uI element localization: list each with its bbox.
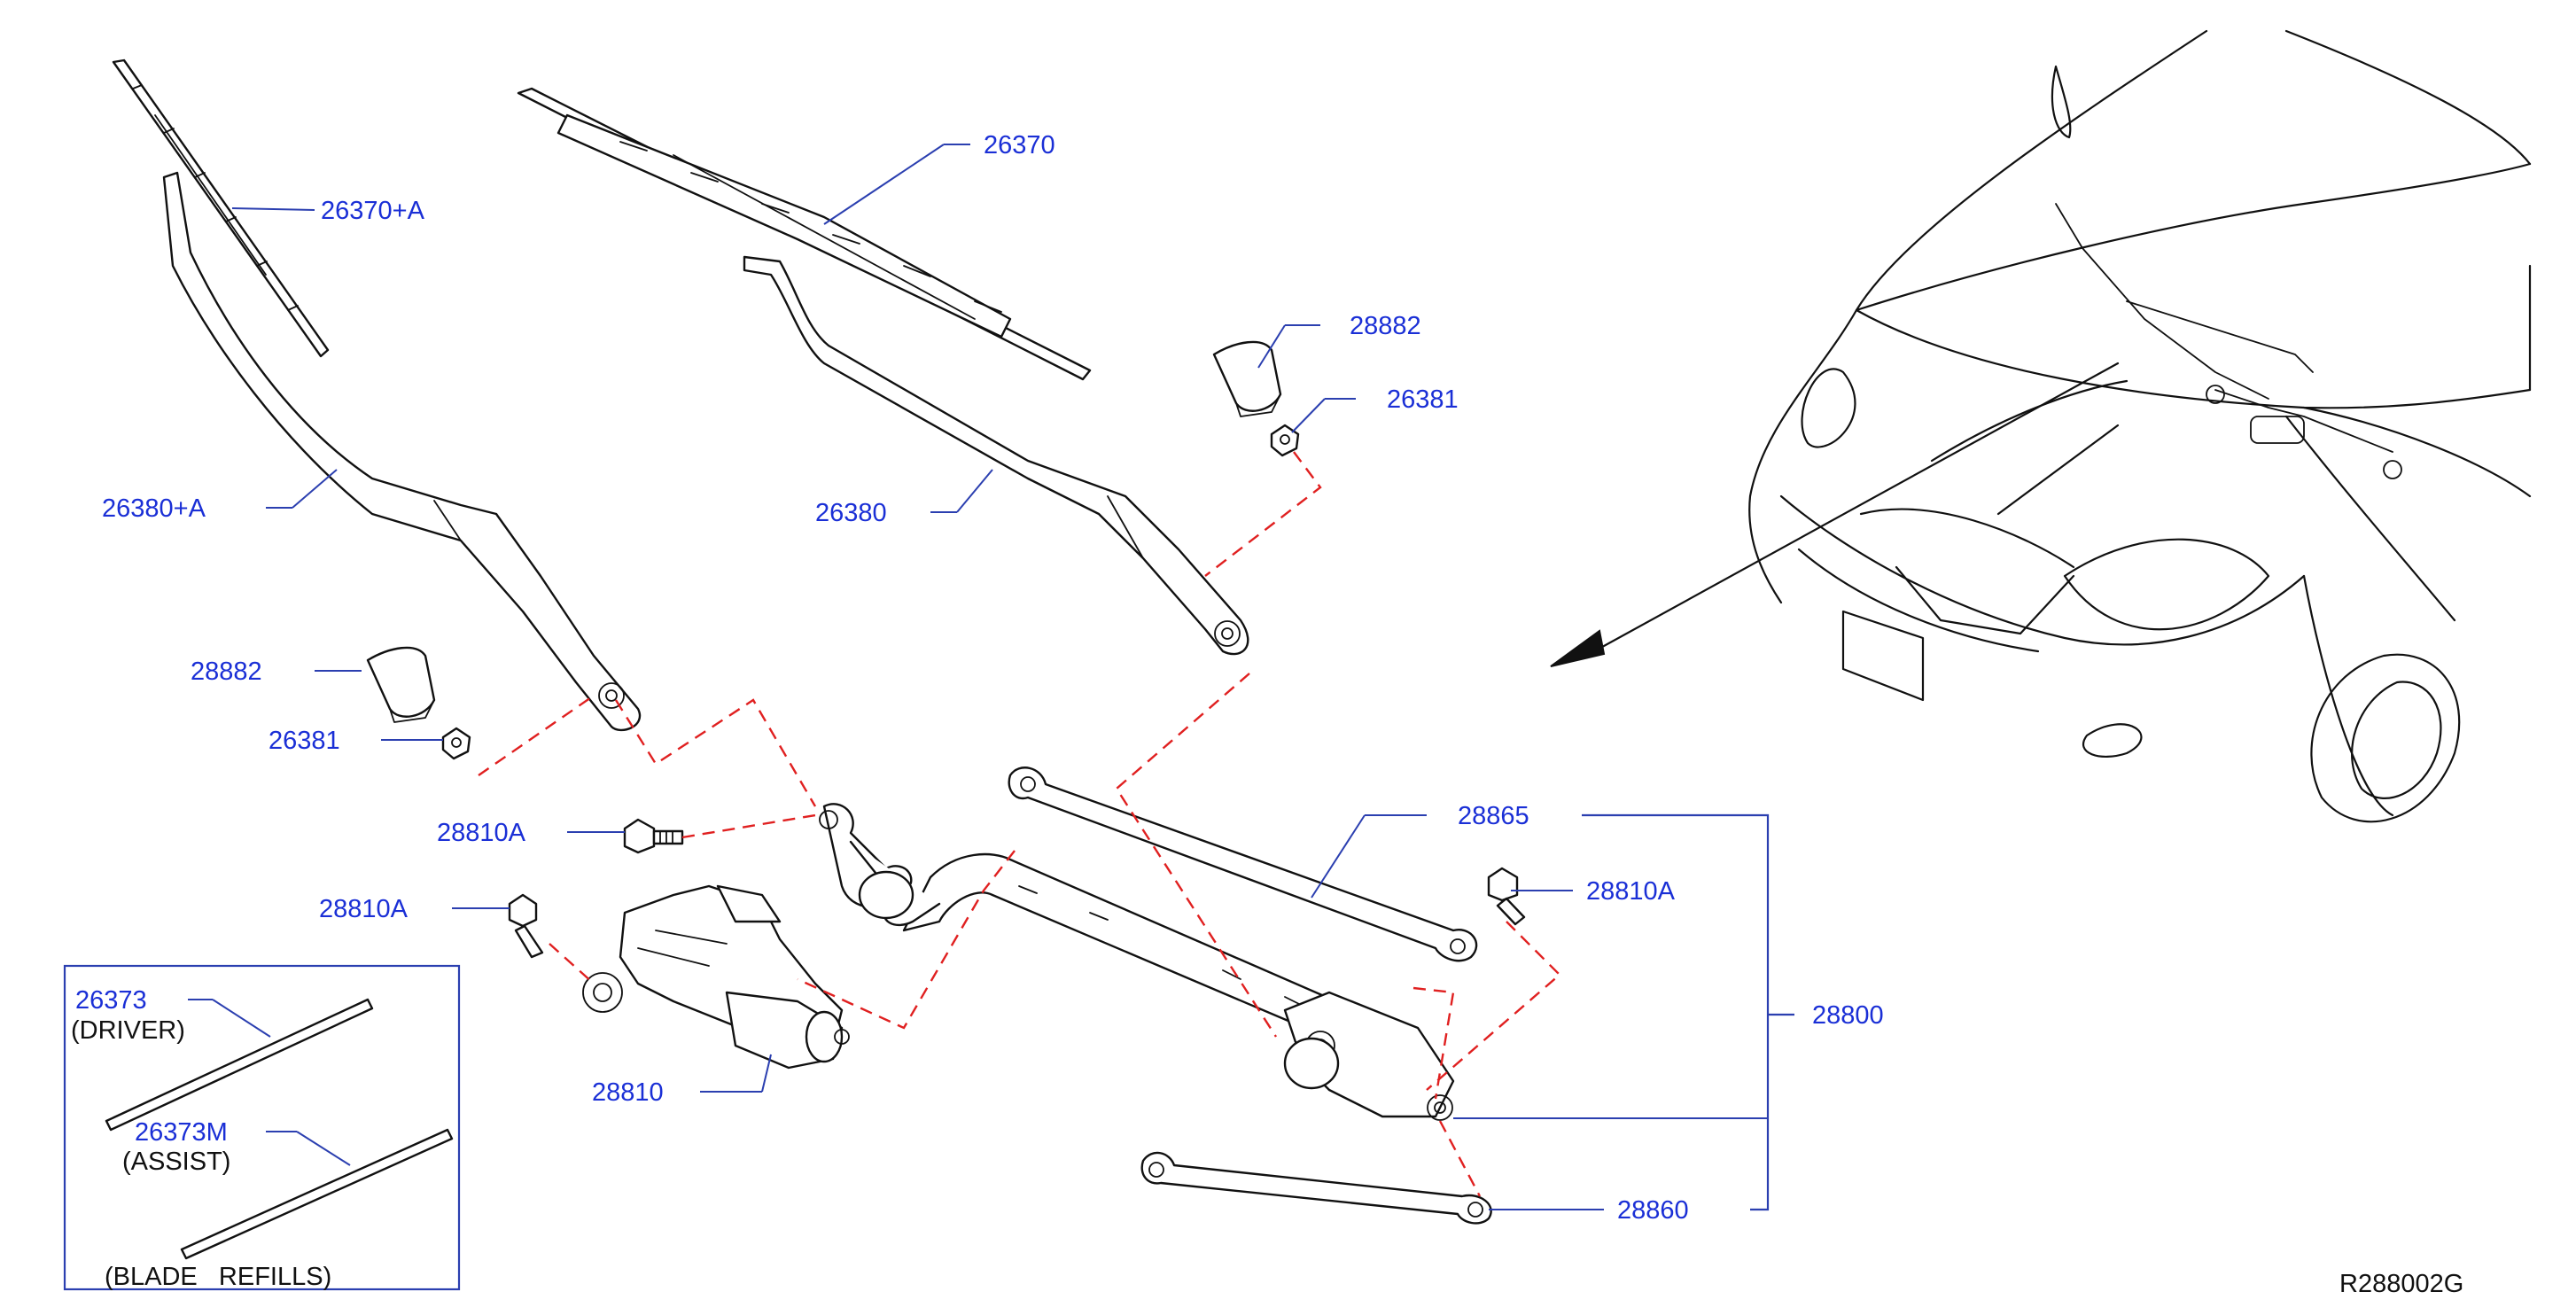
link-rod-lower [1140, 1151, 1492, 1225]
callout-labels: 26370+A 26370 26380+A 26380 28882 26381 … [102, 131, 1884, 1225]
leader-lines [231, 144, 1794, 1211]
wiper-blade-driver [517, 87, 1092, 381]
pivot-cap-driver [1212, 340, 1282, 417]
label-refill-assist-note: (ASSIST) [122, 1148, 230, 1176]
refill-assist [180, 1128, 454, 1260]
label-blade-driver: 26370 [984, 131, 1055, 160]
vehicle-illustration [1550, 29, 2532, 823]
label-link-rod-upper: 28865 [1458, 802, 1529, 830]
label-linkage-assembly: 28800 [1812, 1001, 1884, 1030]
refill-driver [105, 998, 374, 1132]
label-cap-passenger: 28882 [191, 658, 262, 686]
link-rod-upper [1008, 766, 1478, 962]
label-arm-driver: 26380 [815, 499, 887, 527]
label-cap-driver: 28882 [1350, 312, 1421, 340]
wiper-motor [582, 884, 850, 1070]
label-bolt-lower: 28810A [319, 895, 409, 923]
label-blade-refills-caption: (BLADE REFILLS) [105, 1263, 331, 1291]
label-nut-passenger: 26381 [268, 727, 340, 755]
blade-refills-inset: 26373 (DRIVER) 26373M (ASSIST) (BLADE RE… [63, 964, 461, 1291]
bolt-upper [623, 818, 684, 854]
wiper-arm-passenger [162, 171, 642, 732]
wiper-arm-driver [743, 255, 1249, 656]
assembly-guide-lines [478, 451, 1561, 1197]
pivot-nut-driver [1270, 424, 1300, 457]
label-nut-driver: 26381 [1387, 385, 1459, 414]
bolt-lower [508, 893, 544, 959]
linkage-assembly [819, 803, 1455, 1121]
label-arm-passenger: 26380+A [102, 494, 206, 523]
label-motor: 28810 [592, 1078, 664, 1107]
label-bolt-upper: 28810A [437, 819, 526, 847]
label-refill-driver-note: (DRIVER) [71, 1016, 185, 1045]
label-refill-assist: 26373M [135, 1118, 228, 1147]
label-blade-passenger: 26370+A [321, 197, 425, 225]
label-refill-driver: 26373 [75, 986, 147, 1015]
diagram-reference-code: R288002G [2339, 1270, 2463, 1298]
label-bolt-right: 28810A [1586, 877, 1676, 906]
bolt-right [1487, 867, 1526, 926]
pivot-nut-passenger [441, 727, 471, 760]
wiper-blade-passenger [112, 58, 330, 358]
label-link-rod-lower: 28860 [1617, 1196, 1689, 1225]
pivot-cap-passenger [366, 646, 436, 723]
